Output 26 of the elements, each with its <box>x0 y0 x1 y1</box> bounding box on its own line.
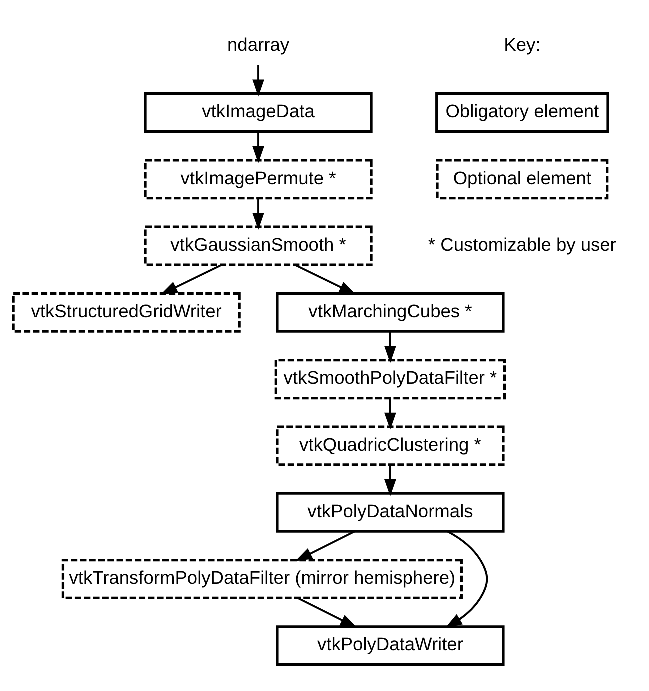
node-box: vtkStructuredGridWriter <box>12 292 241 332</box>
arrow <box>252 131 264 163</box>
node-box: vtkImageData <box>144 92 373 133</box>
node-box: vtkPolyDataWriter <box>276 625 505 666</box>
node-box: vtkTransformPolyDataFilter (mirror hemisphere) <box>62 558 463 599</box>
label: Key: <box>504 34 541 55</box>
node-box: vtkGaussianSmooth * <box>144 225 373 266</box>
node-box: vtkPolyDataNormals <box>276 492 505 532</box>
arrow <box>294 264 356 294</box>
arrow <box>297 596 358 628</box>
arrow <box>295 530 356 561</box>
label: * Customizable by user <box>428 233 616 254</box>
node-box: vtkQuadricClustering * <box>276 425 505 466</box>
arrow <box>445 530 488 628</box>
arrow <box>384 331 396 363</box>
arrow <box>384 464 396 496</box>
arrow <box>160 264 223 294</box>
node-box: vtkMarchingCubes * <box>276 292 505 332</box>
node-text: ndarray <box>228 34 290 55</box>
arrow <box>252 198 264 230</box>
legend-label: Optional element <box>453 166 592 188</box>
node-box: vtkImagePermute * <box>144 158 373 200</box>
arrow <box>252 64 264 96</box>
legend-label: Obligatory element <box>446 100 600 122</box>
node-box: vtkSmoothPolyDataFilter * <box>274 358 506 400</box>
arrow <box>384 398 396 430</box>
